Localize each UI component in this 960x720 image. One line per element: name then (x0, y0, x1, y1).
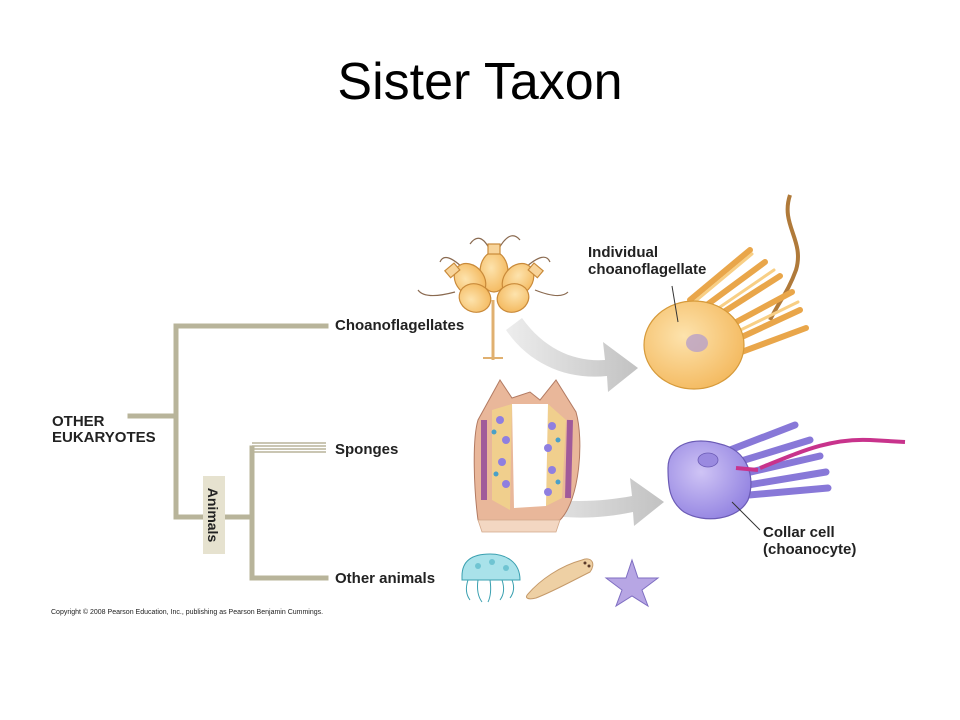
tree-branches (127, 323, 329, 581)
branch-sponges-lines (252, 442, 326, 453)
tip-label-sponges: Sponges (335, 441, 398, 458)
arrow-to-individual-choanoflagellate (506, 318, 638, 392)
callout-collar-line1: Collar cell (763, 524, 835, 541)
choanoflagellate-colony-icon (417, 235, 569, 360)
slide-title: Sister Taxon (337, 53, 623, 111)
callout-individual-line1: Individual (588, 244, 658, 261)
root-label-line1: OTHER (52, 413, 105, 430)
flatworm-icon (525, 558, 594, 600)
tip-label-other-animals: Other animals (335, 570, 435, 587)
animals-clade-box (203, 476, 225, 554)
callout-collar-line2: (choanocyte) (763, 541, 856, 558)
root-label-line2: EUKARYOTES (52, 429, 156, 446)
collar-cell-icon (667, 421, 906, 531)
copyright-notice: Copyright © 2008 Pearson Education, Inc.… (51, 609, 324, 616)
sponge-section-icon (473, 379, 581, 533)
sea-star-icon (604, 558, 660, 608)
jellyfish-icon (461, 553, 521, 603)
tip-label-choanoflagellates: Choanoflagellates (335, 317, 464, 334)
animals-clade-label: Animals (205, 488, 221, 543)
individual-choanoflagellate-icon (643, 194, 809, 390)
callout-individual-line2: choanoflagellate (588, 261, 706, 278)
